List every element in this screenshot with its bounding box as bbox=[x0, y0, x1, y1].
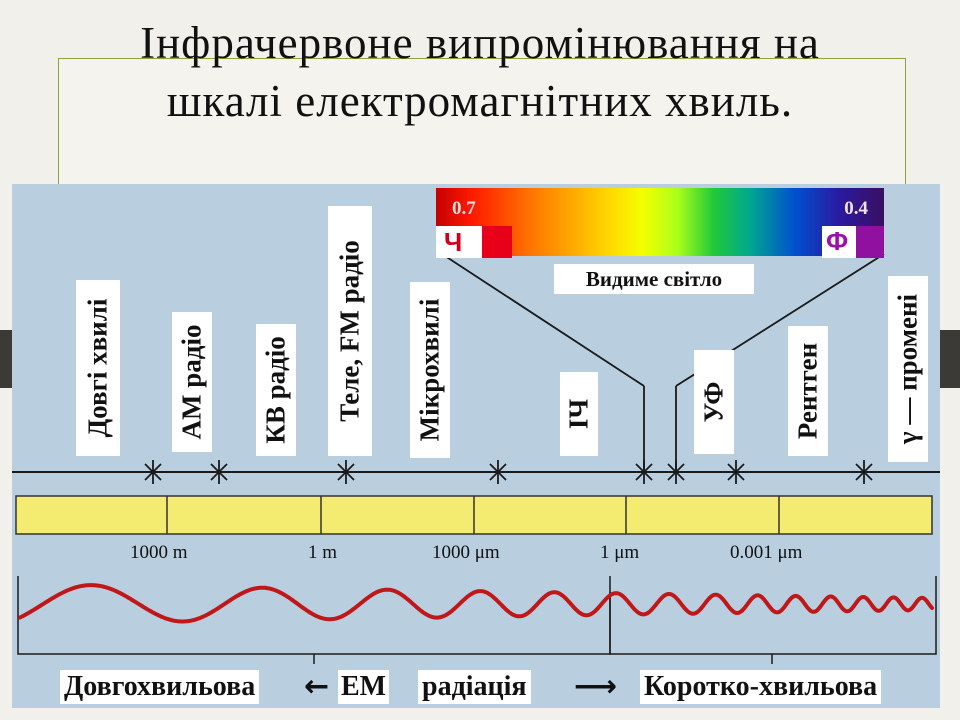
band-label-sw-radio: КВ радіо bbox=[256, 324, 296, 456]
scale-label-0001um: 0.001 μm bbox=[730, 542, 803, 563]
slide-title: Інфрачервоне випромінювання на шкалі еле… bbox=[0, 14, 960, 130]
tick-4 bbox=[489, 460, 507, 484]
band-label-ultraviolet: УФ bbox=[694, 350, 734, 454]
title-line-2: шкалі електромагнітних хвиль. bbox=[166, 76, 794, 126]
violet-swatch bbox=[856, 226, 884, 258]
diagram-lines bbox=[12, 253, 940, 664]
arrow-right-icon: ⟶ bbox=[574, 669, 618, 704]
band-label-am-radio: АМ радіо bbox=[172, 312, 212, 452]
tick-8 bbox=[855, 460, 873, 484]
radiation-label: радіація bbox=[418, 670, 531, 704]
red-letter: Ч bbox=[444, 227, 463, 257]
band-label-infrared: ІЧ bbox=[560, 372, 598, 456]
tick-1 bbox=[144, 460, 162, 484]
scale-label-1000m: 1000 m bbox=[130, 542, 188, 563]
visible-light-caption: Видиме світло bbox=[554, 264, 754, 294]
band-label-xray: Рентген bbox=[788, 326, 828, 456]
tick-2 bbox=[210, 460, 228, 484]
band-label-microwaves: Мікрохвилі bbox=[410, 282, 450, 458]
violet-letter: Ф bbox=[826, 226, 849, 256]
arrow-left-icon: ← bbox=[304, 669, 330, 704]
scale-label-1000um: 1000 μm bbox=[432, 542, 500, 563]
long-wave-label: Довгохвильова bbox=[60, 670, 260, 704]
red-marker: Ч bbox=[436, 226, 512, 258]
em-spectrum-diagram: 0.7 0.4 Ч Ф Видиме світло Довгі хвилі АМ… bbox=[12, 184, 940, 708]
em-wave bbox=[18, 583, 934, 624]
short-wave-label: Коротко-хвильова bbox=[640, 670, 882, 704]
visible-light-connector-left bbox=[441, 253, 645, 387]
spectrum-left-value: 0.7 bbox=[452, 198, 476, 219]
scale-label-1um: 1 μm bbox=[600, 542, 640, 563]
band-label-gamma-rays: γ — промені bbox=[888, 276, 928, 462]
band-label-tv-fm-radio: Теле, FM радіо bbox=[328, 206, 372, 456]
scale-label-1m: 1 m bbox=[308, 542, 338, 563]
tick-3 bbox=[337, 460, 355, 484]
violet-marker: Ф bbox=[822, 226, 884, 258]
short-wave-bracket bbox=[609, 576, 937, 655]
visible-spectrum: 0.7 0.4 Ч Ф bbox=[436, 188, 884, 258]
tick-7 bbox=[727, 460, 745, 484]
spectrum-right-value: 0.4 bbox=[844, 198, 868, 219]
em-label: ЕМ bbox=[338, 670, 390, 704]
slide-frame bbox=[58, 58, 906, 200]
band-label-long-waves: Довгі хвилі bbox=[76, 280, 120, 456]
red-swatch bbox=[482, 226, 512, 258]
scale-bar-dividers bbox=[166, 496, 780, 534]
title-line-1: Інфрачервоне випромінювання на bbox=[140, 18, 820, 68]
